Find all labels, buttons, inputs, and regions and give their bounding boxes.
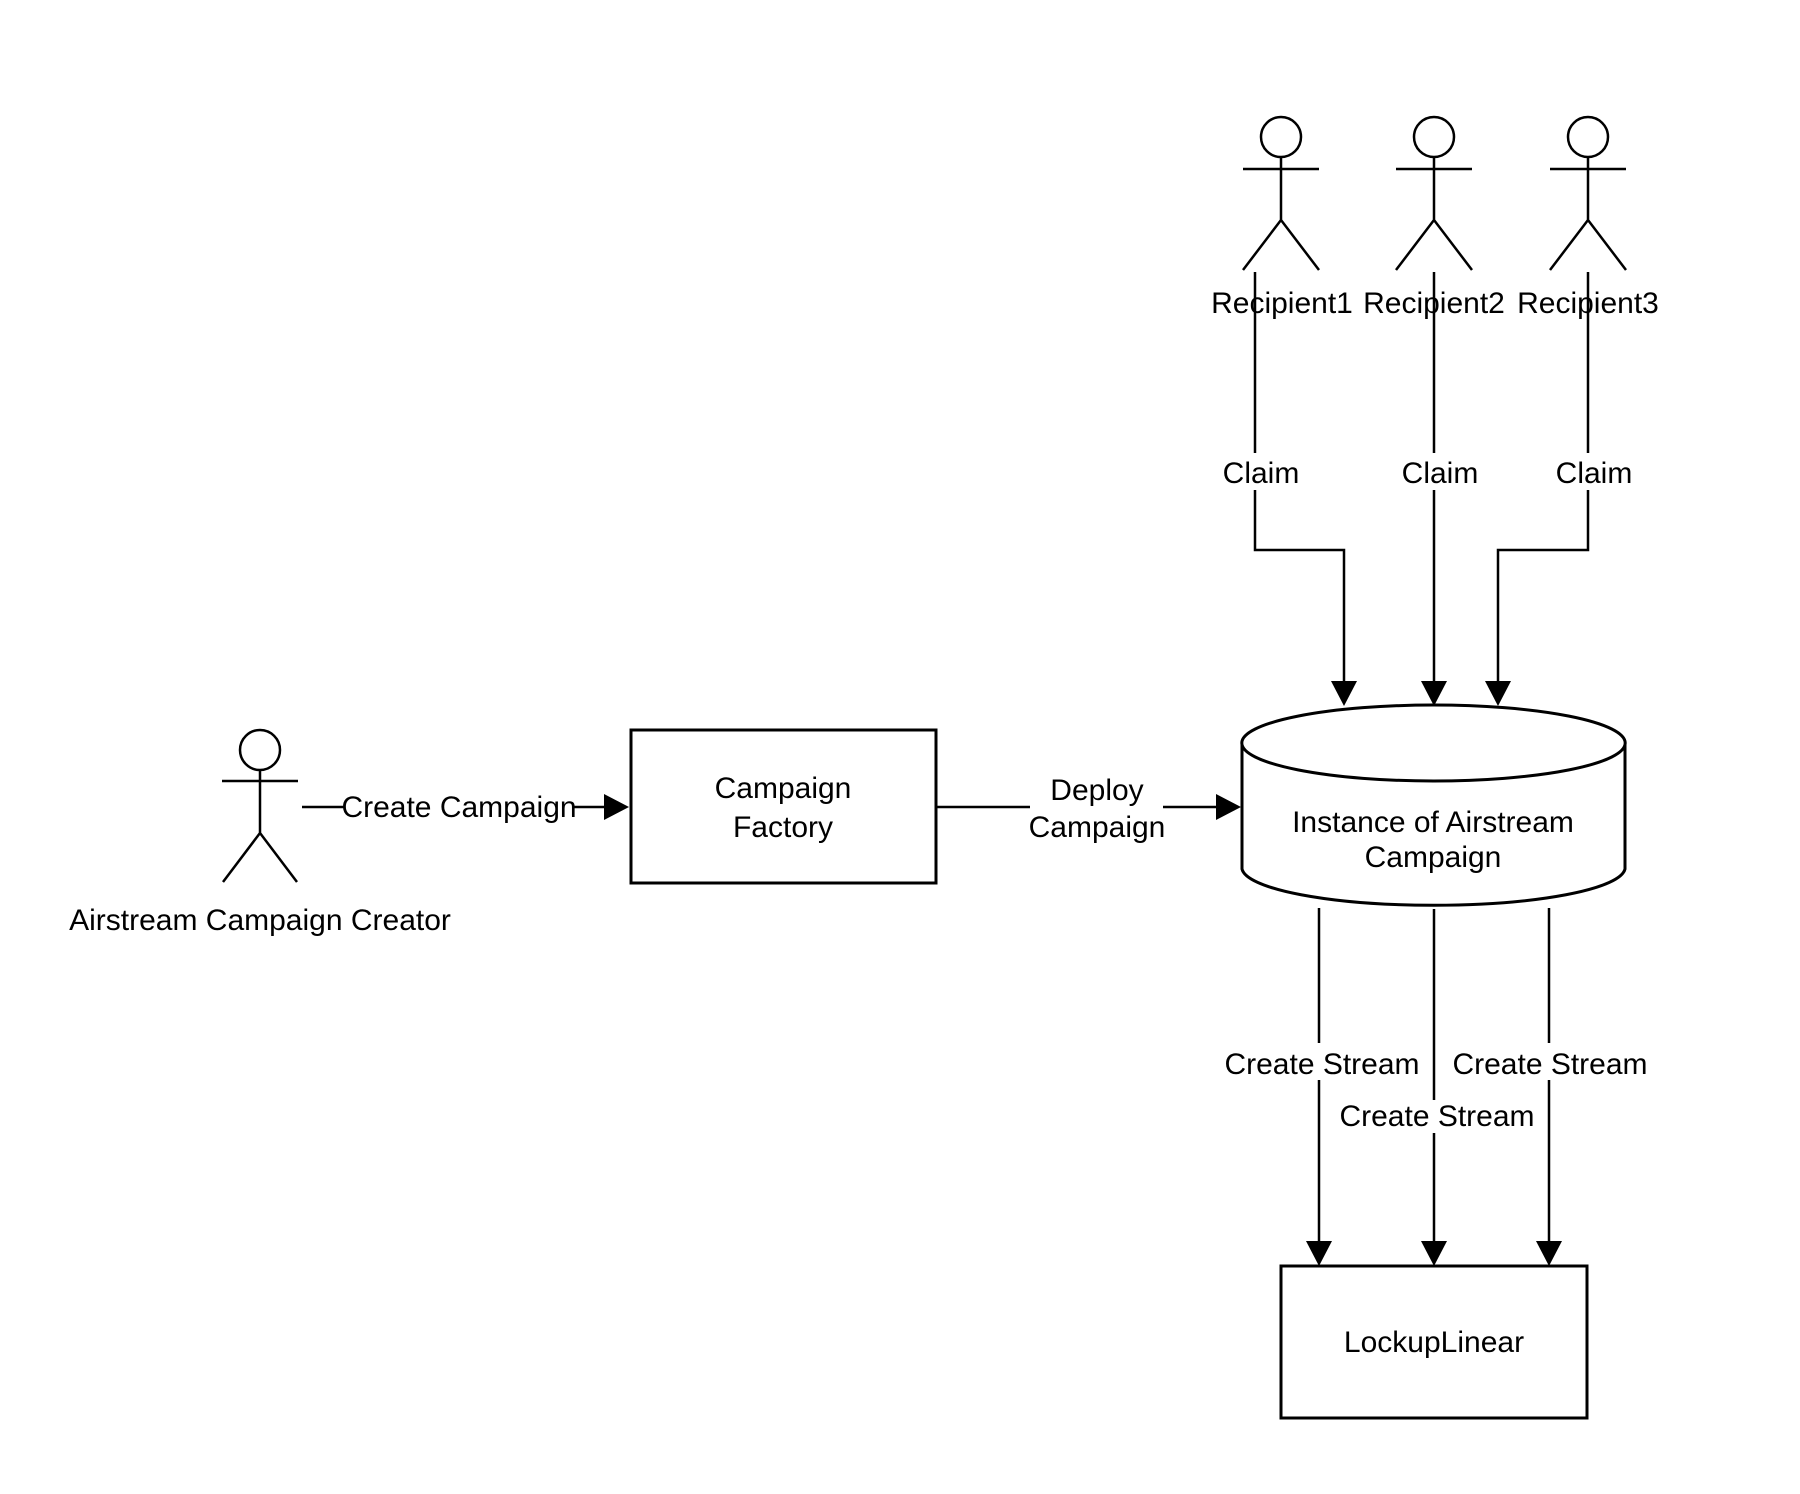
- recipient1-head: [1259, 115, 1303, 159]
- lockup-linear-box: [1279, 1264, 1589, 1420]
- claim2-arrow: [1421, 272, 1447, 706]
- campaign-factory-label-line2: Factory: [733, 811, 833, 844]
- lockup-linear-label: LockupLinear: [1344, 1326, 1524, 1359]
- claim2-arrowhead-icon: [1421, 681, 1447, 706]
- create-stream3-arrow: [1536, 908, 1562, 1266]
- recipient3-body: [1549, 157, 1627, 271]
- deploy-campaign-label-line1: Deploy: [1050, 774, 1143, 807]
- campaign-factory-label-line1: Campaign: [715, 772, 852, 805]
- recipient2-head: [1412, 115, 1456, 159]
- airstream-campaign-label-line2: Campaign: [1365, 841, 1502, 874]
- claim1-arrow: [1253, 272, 1357, 706]
- creator-body: [222, 770, 298, 883]
- create-campaign-label: Create Campaign: [341, 791, 576, 824]
- create-stream2-arrow: [1421, 909, 1447, 1266]
- airstream-campaign-cylinder: [1240, 703, 1627, 907]
- create-stream3-label: Create Stream: [1452, 1048, 1647, 1081]
- claim1-arrowhead-icon: [1331, 681, 1357, 706]
- recipient1-body: [1242, 157, 1320, 271]
- claim3-arrowhead-icon: [1485, 681, 1511, 706]
- deploy-campaign-arrow: [936, 794, 1241, 820]
- recipient1-actor-icon: [1242, 115, 1320, 271]
- recipient2-label: Recipient2: [1363, 287, 1505, 320]
- claim3-label: Claim: [1556, 457, 1633, 490]
- create-stream2-arrowhead-icon: [1421, 1241, 1447, 1266]
- deploy-campaign-label-line2: Campaign: [1029, 811, 1166, 844]
- create-stream1-arrow: [1306, 908, 1332, 1266]
- recipient3-actor-icon: [1549, 115, 1627, 271]
- creator-head: [238, 728, 282, 772]
- airstream-campaign-label-line1: Instance of Airstream: [1292, 806, 1574, 839]
- recipient3-head: [1566, 115, 1610, 159]
- recipient2-actor-icon: [1395, 115, 1473, 271]
- create-stream3-arrowhead-icon: [1536, 1241, 1562, 1266]
- claim2-label: Claim: [1402, 457, 1479, 490]
- create-campaign-arrow: [302, 794, 629, 820]
- cylinder-top-ellipse: [1240, 703, 1627, 783]
- deploy-campaign-arrowhead-icon: [1216, 794, 1241, 820]
- recipient2-body: [1395, 157, 1473, 271]
- creator-actor-icon: [222, 728, 298, 883]
- create-stream2-label: Create Stream: [1339, 1100, 1534, 1133]
- claim3-arrow: [1485, 272, 1590, 706]
- recipient3-label: Recipient3: [1517, 287, 1659, 320]
- create-stream1-label: Create Stream: [1224, 1048, 1419, 1081]
- recipient1-label: Recipient1: [1211, 287, 1353, 320]
- create-campaign-arrowhead-icon: [604, 794, 629, 820]
- campaign-factory-box: [629, 728, 938, 885]
- claim1-label: Claim: [1223, 457, 1300, 490]
- create-stream1-arrowhead-icon: [1306, 1241, 1332, 1266]
- creator-label: Airstream Campaign Creator: [69, 904, 451, 937]
